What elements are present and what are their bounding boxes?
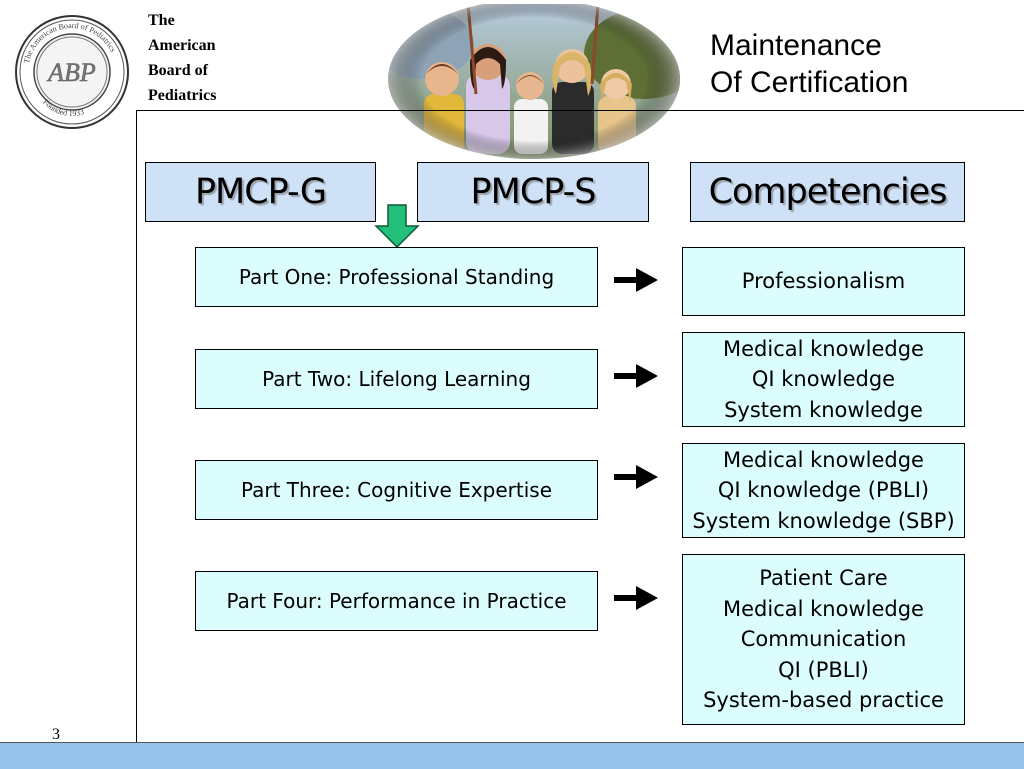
seal-monogram: ABP bbox=[46, 58, 96, 87]
competency-line: System knowledge (SBP) bbox=[692, 508, 955, 533]
part-one-box: Part One: Professional Standing bbox=[195, 247, 598, 307]
header-pmcp-s: PMCP-S bbox=[417, 162, 649, 222]
org-name-line: American bbox=[148, 37, 216, 54]
org-name-line: The bbox=[148, 12, 175, 29]
footer-bar bbox=[0, 742, 1024, 769]
part-three-box: Part Three: Cognitive Expertise bbox=[195, 460, 598, 520]
abp-seal-logo: ABP The American Board of Pediatrics Fou… bbox=[15, 15, 129, 129]
competency-line: Patient Care bbox=[759, 566, 888, 591]
right-arrow-icon bbox=[614, 586, 658, 610]
title-line-1: Maintenance bbox=[710, 29, 882, 62]
competency-line: Medical knowledge bbox=[723, 596, 924, 621]
right-arrow-icon bbox=[614, 364, 658, 388]
competency-line: Professionalism bbox=[741, 269, 906, 294]
header-pmcp-g: PMCP-G bbox=[145, 162, 376, 222]
competency-box-1: Professionalism bbox=[682, 247, 965, 316]
header-competencies: Competencies bbox=[690, 162, 965, 222]
competency-line: QI knowledge (PBLI) bbox=[717, 478, 930, 503]
competency-box-2: Medical knowledge QI knowledge System kn… bbox=[682, 332, 965, 427]
right-arrow-icon bbox=[614, 268, 658, 292]
org-name-line: Pediatrics bbox=[148, 87, 217, 104]
competency-line: Medical knowledge bbox=[723, 447, 924, 472]
vertical-divider bbox=[136, 110, 137, 742]
org-name-line: Board of bbox=[148, 62, 208, 79]
competency-line: QI knowledge bbox=[751, 367, 896, 392]
part-four-box: Part Four: Performance in Practice bbox=[195, 571, 598, 631]
green-down-arrow-icon bbox=[374, 204, 420, 248]
organization-name: The American Board of Pediatrics bbox=[148, 8, 258, 108]
competency-line: Medical knowledge bbox=[723, 336, 924, 361]
slide-title: Maintenance Of Certification bbox=[710, 27, 908, 101]
competency-line: Communication bbox=[740, 627, 907, 652]
title-line-2: Of Certification bbox=[710, 66, 909, 99]
competency-box-4: Patient Care Medical knowledge Communica… bbox=[682, 554, 965, 725]
children-photo bbox=[388, 4, 680, 159]
competency-line: System-based practice bbox=[703, 688, 944, 713]
part-two-box: Part Two: Lifelong Learning bbox=[195, 349, 598, 409]
competency-line: System knowledge bbox=[724, 397, 923, 422]
competency-box-3: Medical knowledge QI knowledge (PBLI) Sy… bbox=[682, 443, 965, 538]
horizontal-divider bbox=[136, 110, 1024, 111]
page-number: 3 bbox=[52, 726, 60, 743]
competency-line: QI (PBLI) bbox=[778, 657, 869, 682]
right-arrow-icon bbox=[614, 465, 658, 489]
